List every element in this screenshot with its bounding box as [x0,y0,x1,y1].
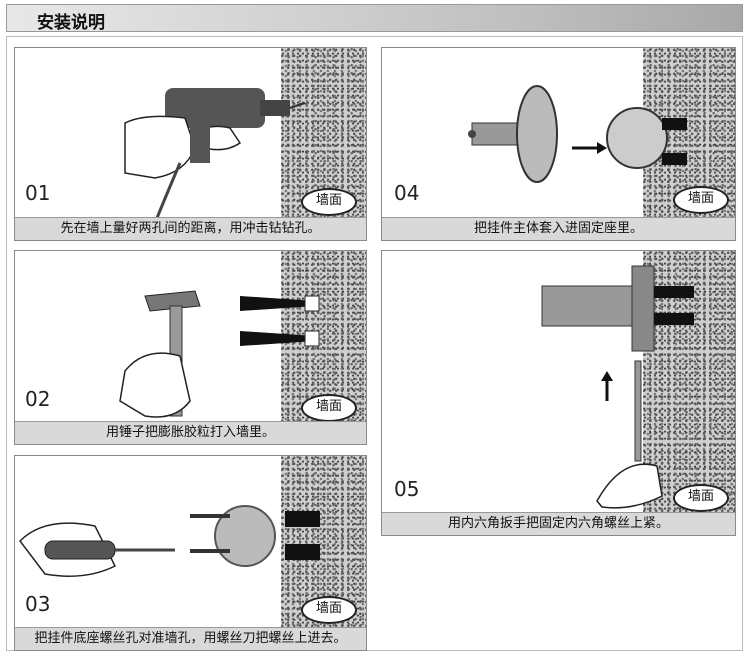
step-number: 05 [394,477,420,501]
drill-icon [124,88,306,224]
step-panel-05: 墙面 05 用内六角扳手把固定内六角螺丝上紧。 [381,250,736,536]
step-number: 03 [25,592,51,616]
instructions-frame [6,36,743,651]
step-number: 01 [25,181,51,205]
hammer-icon [119,290,320,418]
mount-icon [468,85,687,183]
step-number: 02 [25,387,51,411]
wall-label-bubble: 墙面 [673,484,729,512]
step-number: 04 [394,181,420,205]
screwdriver-icon [19,505,320,577]
step-caption: 把挂件底座螺丝孔对准墙孔，用螺丝刀把螺丝上进去。 [15,627,366,650]
wall-label-bubble: 墙面 [301,188,357,216]
wall-label-bubble: 墙面 [301,394,357,422]
hex-key-icon [541,265,694,509]
step-panel-01: 墙面 01 先在墙上量好两孔间的距离，用冲击钻钻孔。 [14,47,367,241]
step-caption: 用内六角扳手把固定内六角螺丝上紧。 [382,512,735,535]
step-caption: 先在墙上量好两孔间的距离，用冲击钻钻孔。 [15,217,366,240]
wall-label-bubble: 墙面 [301,596,357,624]
page-header: 安装说明 [6,4,743,33]
step-panel-02: 墙面 02 用锤子把膨胀胶粒打入墙里。 [14,250,367,445]
page-title: 安装说明 [37,13,105,33]
step-panel-03: 墙面 03 把挂件底座螺丝孔对准墙孔，用螺丝刀把螺丝上进去。 [14,455,367,651]
step-panel-04: 墙面 04 把挂件主体套入进固定座里。 [381,47,736,241]
step-caption: 把挂件主体套入进固定座里。 [382,217,735,240]
wall-label-bubble: 墙面 [673,186,729,214]
step-caption: 用锤子把膨胀胶粒打入墙里。 [15,421,366,444]
